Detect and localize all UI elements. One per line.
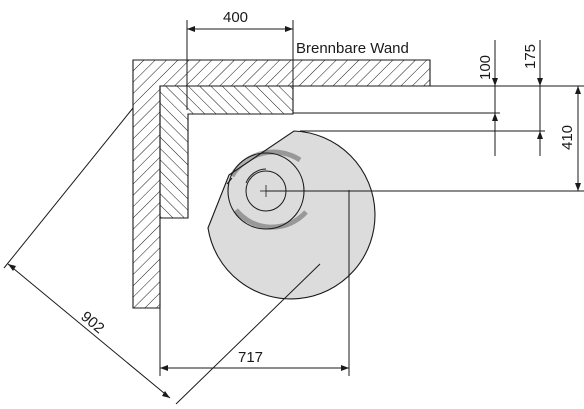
dim-175-label: 175 — [522, 44, 539, 69]
dimension-400: 400 — [186, 9, 294, 110]
dimension-175: 175 — [522, 40, 543, 156]
stove-body — [207, 130, 376, 300]
wall-label: Brennbare Wand — [296, 40, 409, 57]
dimension-100: 100 — [477, 40, 498, 156]
dim-400-label: 400 — [223, 9, 248, 26]
dim-100-label: 100 — [477, 55, 494, 80]
dim-410-label: 410 — [559, 125, 576, 150]
dim-717-label: 717 — [238, 349, 263, 366]
dimension-410: 410 — [559, 86, 581, 191]
dim-902-label: 902 — [77, 308, 107, 337]
dimension-717: 717 — [159, 190, 350, 376]
